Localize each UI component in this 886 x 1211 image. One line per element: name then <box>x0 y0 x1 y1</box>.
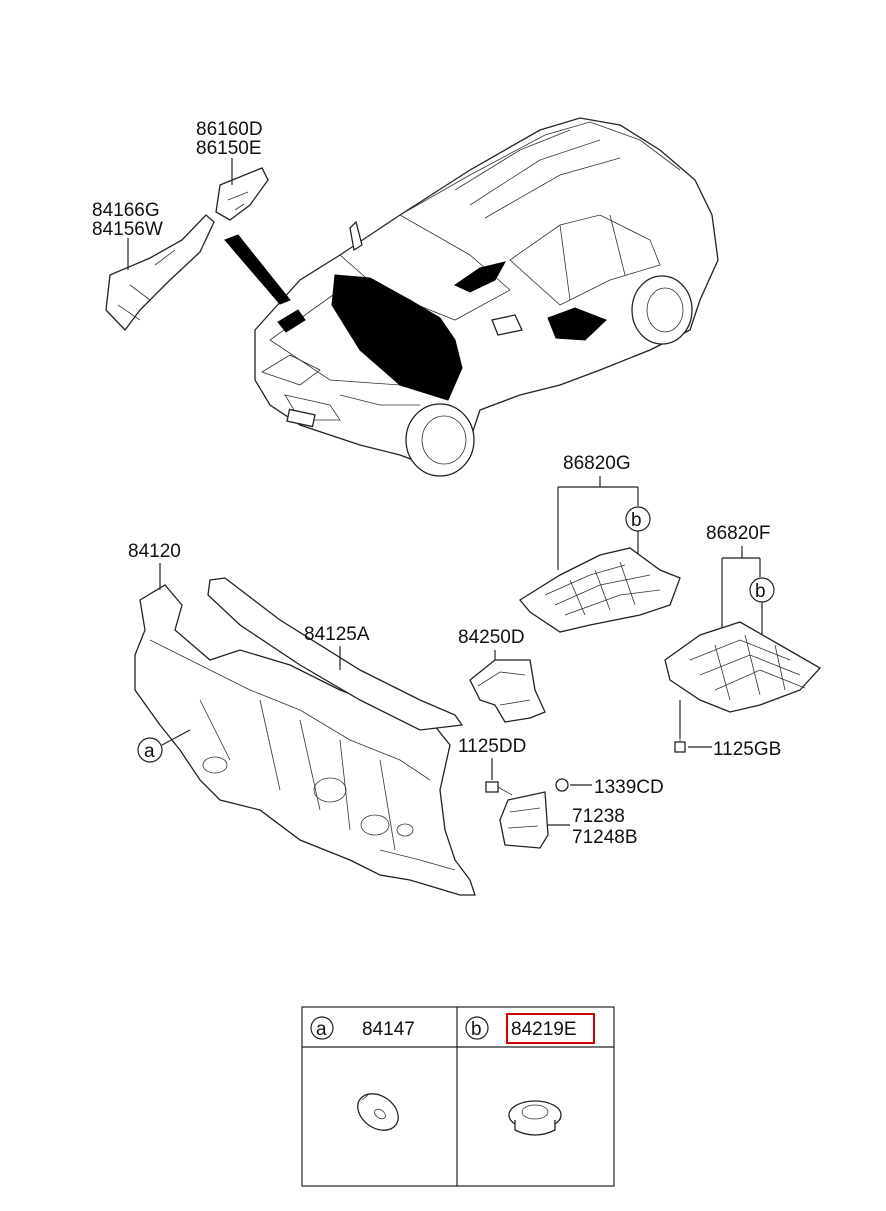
legend-b-circle <box>465 1016 489 1040</box>
under-cover-rear <box>664 621 822 713</box>
label-86820F: 86820F <box>706 523 770 544</box>
label-86160D: 86160D <box>196 119 263 140</box>
dash-panel-illustration <box>134 577 476 896</box>
bracket-71238 <box>499 791 549 849</box>
label-1339CD: 1339CD <box>594 777 664 798</box>
legend-a-circle <box>310 1016 334 1040</box>
label-84125A: 84125A <box>304 624 370 645</box>
callout-a-circle <box>137 737 163 763</box>
clip-84147-illustration <box>357 1093 399 1131</box>
clip-84219E-illustration <box>508 1100 562 1136</box>
legend-a-ref: a <box>316 1019 327 1040</box>
legend-b-part[interactable]: 84219E <box>511 1019 577 1040</box>
highlight-box-84219E <box>506 1013 595 1044</box>
label-1125DD: 1125DD <box>458 736 526 757</box>
callout-a-label: a <box>144 741 155 762</box>
bolt-1125GB <box>674 732 686 753</box>
leader-a <box>161 729 191 746</box>
vehicle-illustration <box>224 117 719 477</box>
label-84166G: 84166G <box>92 200 160 221</box>
label-84120: 84120 <box>128 541 181 562</box>
callout-b-label-2: b <box>755 581 766 602</box>
cowl-brackets <box>105 167 269 332</box>
label-84156W: 84156W <box>92 219 163 240</box>
leader-86820G <box>557 476 639 570</box>
under-cover-front <box>519 547 681 633</box>
legend-a-part: 84147 <box>362 1019 415 1040</box>
label-86150E: 86150E <box>196 138 262 159</box>
label-84250D: 84250D <box>458 627 525 648</box>
label-86820G: 86820G <box>563 453 631 474</box>
legend-table: a 84147 b 84219E <box>301 1006 615 1187</box>
label-71238: 71238 <box>572 806 625 827</box>
bolt-1125DD <box>485 781 513 796</box>
nut-1339CD <box>555 778 569 792</box>
leader-86820F <box>721 546 761 630</box>
bracket-84250D <box>469 659 546 723</box>
label-1125GB: 1125GB <box>713 739 781 760</box>
legend-b-ref: b <box>471 1019 482 1040</box>
callout-b-label-1: b <box>631 510 642 531</box>
label-71248B: 71248B <box>572 827 638 848</box>
